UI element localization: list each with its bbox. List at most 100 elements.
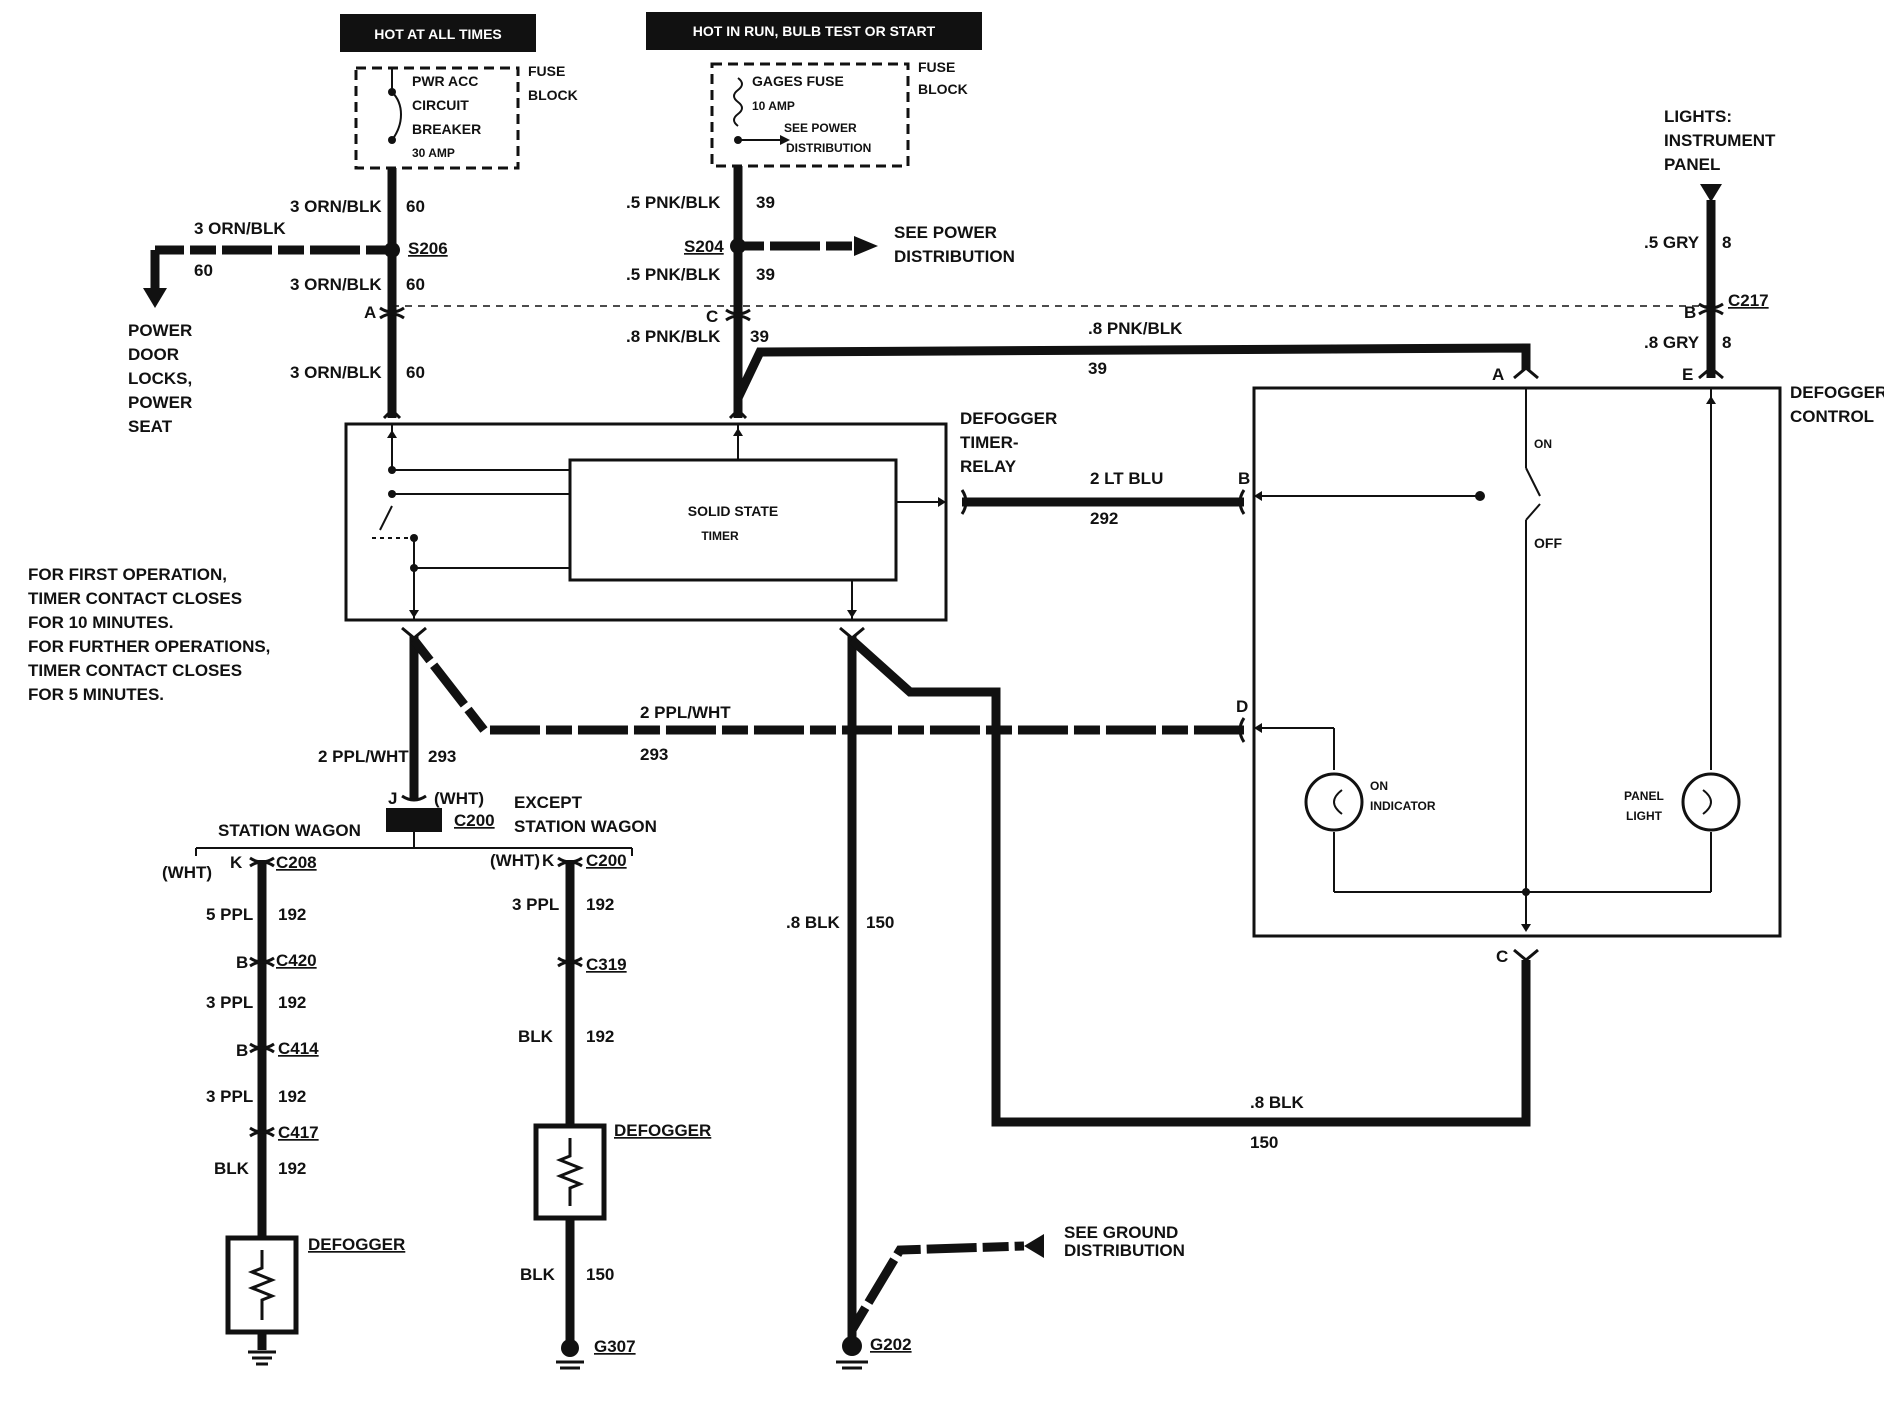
note-line-4: FOR FURTHER OPERATIONS,	[28, 637, 270, 656]
defogger-sw-label: DEFOGGER	[308, 1235, 405, 1254]
pin-a-left: A	[364, 303, 376, 322]
see-power-distribution-arrow	[854, 236, 878, 256]
power-label-2: DOOR	[128, 345, 179, 364]
wire-label-293-1: 293	[640, 745, 668, 764]
c200-label-top: C200	[454, 811, 495, 830]
wire-label-gry-1: .5 GRY	[1644, 233, 1700, 252]
wire-label-lt-blu: 2 LT BLU	[1090, 469, 1163, 488]
wire-label-192-5: 192	[586, 895, 614, 914]
pin-k-sw: K	[230, 853, 243, 872]
ground-g307-label: G307	[594, 1337, 636, 1356]
circuit-60-feed: 3 ORN/BLK 60 3 ORN/BLK 60 S206 3 ORN/BLK…	[128, 168, 448, 436]
wire-label-orn-blk-3: 3 ORN/BLK	[290, 275, 382, 294]
see-power-2: DISTRIBUTION	[894, 247, 1015, 266]
wire-label-pnk-blk-2: .5 PNK/BLK	[626, 265, 721, 284]
wire-label-60-2: 60	[194, 261, 213, 280]
wire-label-ppl-5: 5 PPL	[206, 905, 253, 924]
power-label-4: POWER	[128, 393, 192, 412]
defogger-control: DEFOGGER CONTROL ON OFF PANEL LIGHT ON I…	[1252, 383, 1884, 938]
connector-a-left	[379, 306, 405, 320]
connector-c417	[249, 1126, 275, 1138]
wire-label-ppl-3a: 3 PPL	[206, 993, 253, 1012]
wire-label-blk-8-1: .8 BLK	[786, 913, 841, 932]
power-label-5: SEAT	[128, 417, 173, 436]
pin-b-c217: B	[1684, 303, 1696, 322]
c208-wht: (WHT)	[162, 863, 212, 882]
pin-j: J	[388, 789, 397, 808]
pin-e: E	[1682, 365, 1693, 384]
c200-bottom-wht: (WHT)	[490, 851, 540, 870]
wire-label-gry-2: .8 GRY	[1644, 333, 1700, 352]
timer-note: FOR FIRST OPERATION, TIMER CONTACT CLOSE…	[28, 565, 270, 704]
wire-label-39-1: 39	[756, 193, 775, 212]
connector-c414-label: C414	[278, 1039, 319, 1058]
wire-label-8-1: 8	[1722, 233, 1731, 252]
connector-c208-label: C208	[276, 853, 317, 872]
pin-b-control: B	[1238, 469, 1250, 488]
lights-arrow	[1700, 184, 1722, 202]
pin-b-c414: B	[236, 1041, 248, 1060]
circuit-8-lights: LIGHTS: INSTRUMENT PANEL .5 GRY 8 B C217…	[1644, 107, 1776, 384]
wire-label-293-2: 293	[428, 747, 456, 766]
except-label-1: EXCEPT	[514, 793, 583, 812]
fuse-right-block-1: FUSE	[918, 59, 955, 75]
wire-label-pnk-blk-4: .8 PNK/BLK	[1088, 319, 1183, 338]
c200-wht-label: (WHT)	[434, 789, 484, 808]
fuse-right-see-2: DISTRIBUTION	[786, 141, 871, 155]
wire-label-60-3: 60	[406, 275, 425, 294]
header-hot-in-run-text: HOT IN RUN, BULB TEST OR START	[693, 23, 936, 39]
fuse-left-name-2: CIRCUIT	[412, 97, 469, 113]
header-hot-in-run: HOT IN RUN, BULB TEST OR START	[646, 12, 982, 50]
note-line-1: FOR FIRST OPERATION,	[28, 565, 227, 584]
circuit-292: 2 LT BLU 292 B	[960, 469, 1250, 528]
defogger-control-label-2: CONTROL	[1790, 407, 1874, 426]
on-indicator-label-1: ON	[1370, 779, 1388, 793]
timer-relay-label-3: RELAY	[960, 457, 1017, 476]
wire-label-39-2: 39	[756, 265, 775, 284]
ground-g202-label: G202	[870, 1335, 912, 1354]
switch-on-label: ON	[1534, 437, 1552, 451]
wire-label-ppl-3b: 3 PPL	[206, 1087, 253, 1106]
wire-label-orn-blk-1: 3 ORN/BLK	[290, 197, 382, 216]
wire-label-blk-ex-2: BLK	[520, 1265, 556, 1284]
see-power-1: SEE POWER	[894, 223, 997, 242]
circuit-293: 2 PPL/WHT 293 D 2 PPL/WHT 293	[318, 626, 1248, 800]
defogger-ex-label: DEFOGGER	[614, 1121, 711, 1140]
pin-a-right: A	[1492, 365, 1504, 384]
connector-c319-label: C319	[586, 955, 627, 974]
wire-label-192-6: 192	[586, 1027, 614, 1046]
circuit-39-feed: .5 PNK/BLK 39 S204 SEE POWER DISTRIBUTIO…	[626, 166, 1539, 420]
note-line-5: TIMER CONTACT CLOSES	[28, 661, 242, 680]
connector-c208	[249, 856, 275, 868]
fuse-block-left: PWR ACC CIRCUIT BREAKER 30 AMP FUSE BLOC…	[354, 63, 578, 170]
fuse-left-block-2: BLOCK	[528, 87, 578, 103]
wire-label-39-4: 39	[1088, 359, 1107, 378]
fuse-block-right: GAGES FUSE 10 AMP SEE POWER DISTRIBUTION…	[710, 59, 968, 168]
fuse-left-name-1: PWR ACC	[412, 73, 478, 89]
connector-c200-bottom	[557, 856, 583, 868]
lights-label-2: INSTRUMENT	[1664, 131, 1776, 150]
ground-g307-icon	[561, 1339, 579, 1357]
station-wagon-label: STATION WAGON	[218, 821, 361, 840]
connector-c217-label: C217	[1728, 291, 1769, 310]
power-label-1: POWER	[128, 321, 192, 340]
pin-c-control: C	[1496, 947, 1508, 966]
fuse-right-rating: 10 AMP	[752, 99, 795, 113]
ground-g202-icon	[842, 1336, 862, 1356]
wire-label-150-2: 150	[1250, 1133, 1278, 1152]
pin-c-top: C	[706, 307, 718, 326]
wire-label-192-1: 192	[278, 905, 306, 924]
wire-label-pnk-blk-1: .5 PNK/BLK	[626, 193, 721, 212]
fuse-right-see-1: SEE POWER	[784, 121, 857, 135]
wire-label-ppl-wht-2: 2 PPL/WHT	[318, 747, 409, 766]
solid-state-label-2: TIMER	[701, 529, 739, 543]
panel-light-bulb	[1681, 772, 1741, 832]
defogger-timer-relay: SOLID STATE TIMER DEFOGGER TIMER- RELAY	[344, 409, 1057, 622]
power-door-locks-arrow	[143, 288, 167, 308]
fuse-left-name-3: BREAKER	[412, 121, 481, 137]
pin-d: D	[1236, 697, 1248, 716]
see-ground-arrow	[1024, 1234, 1044, 1258]
wire-label-8-2: 8	[1722, 333, 1731, 352]
pin-k-except: K	[542, 851, 555, 870]
